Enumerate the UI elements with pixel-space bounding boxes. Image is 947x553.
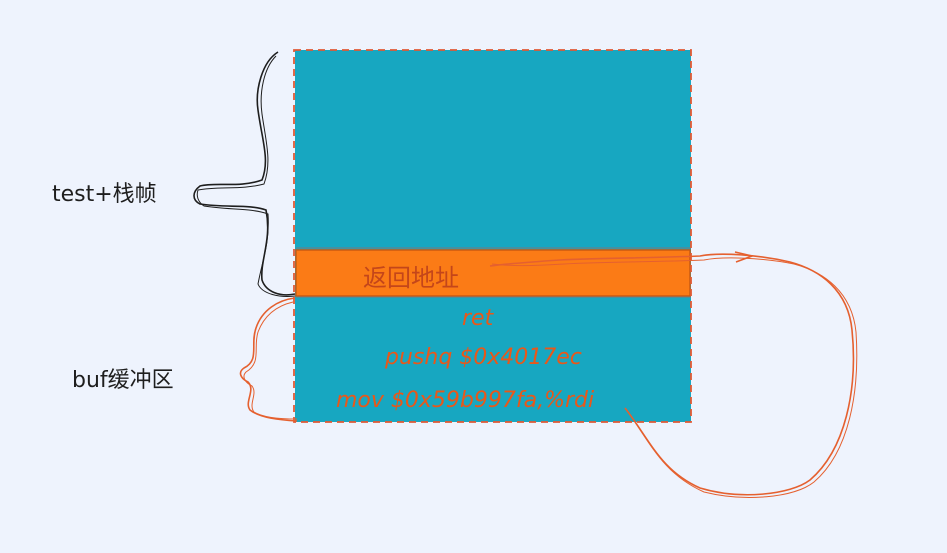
buf-bracket-sketch: [243, 301, 298, 420]
return-address-band: [295, 249, 691, 297]
return-address-arrow-sketch: [491, 257, 858, 498]
return-address-label: 返回地址: [363, 264, 459, 292]
buf-label: buf缓冲区: [72, 368, 174, 393]
buf-bracket: [239, 297, 298, 422]
test-frame-label: test+栈帧: [52, 182, 157, 207]
arrow-head: [734, 251, 755, 263]
stack-dashed-border: [293, 49, 692, 423]
test-frame-bracket-sketch: [196, 55, 296, 297]
code-line-pushq: pushq $0x4017ec: [385, 345, 582, 370]
return-address-arrow: [489, 253, 855, 496]
stack-block: [295, 50, 691, 422]
test-frame-bracket: [193, 51, 296, 296]
code-line-ret: ret: [462, 306, 494, 331]
code-line-mov: mov $0x59b997fa,%rdi: [336, 388, 595, 413]
